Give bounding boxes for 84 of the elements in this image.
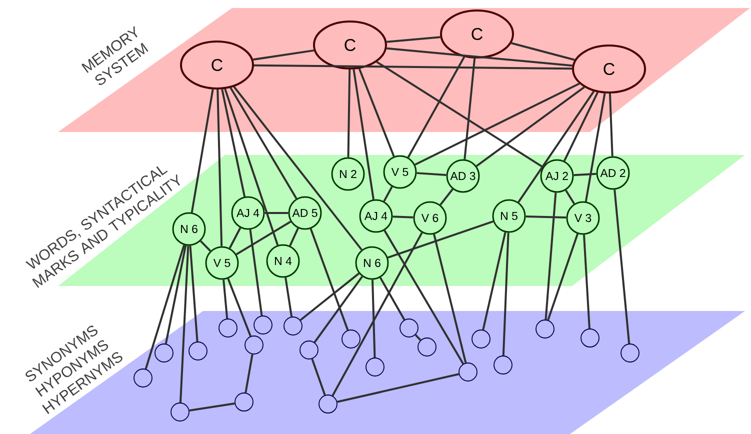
connector-line [310, 228, 349, 330]
connector-line [179, 246, 190, 403]
connector-line [526, 215, 566, 219]
connector-line [386, 47, 572, 67]
connector-line [264, 212, 288, 214]
connector-line [511, 42, 575, 61]
connector-line [379, 277, 406, 320]
connector-line [544, 192, 557, 320]
node-circle [418, 338, 436, 356]
connector-line [233, 86, 362, 250]
connector-line [582, 234, 590, 329]
connector-line [254, 64, 572, 70]
connector-line [476, 86, 585, 167]
connector-line [216, 89, 223, 246]
connector-line [608, 93, 614, 156]
connector-line [464, 58, 476, 160]
node-circle [400, 318, 418, 338]
node-circle [154, 344, 174, 362]
connector-line [414, 334, 422, 341]
connector-line [416, 172, 446, 176]
connector-line [228, 227, 242, 249]
node-circle [620, 344, 640, 362]
node-circle [536, 320, 554, 338]
connector-line [386, 36, 440, 43]
connector-line [574, 172, 596, 176]
connector-line [227, 278, 252, 337]
connector-line [189, 402, 235, 412]
connector-line [230, 87, 298, 200]
node-circle [366, 358, 384, 376]
connector-line [252, 49, 314, 61]
node-circle [254, 316, 272, 334]
node-circle [234, 392, 254, 412]
connector-line [189, 246, 198, 342]
connector-line [614, 190, 630, 344]
connector-line [347, 69, 351, 158]
connector-line [332, 232, 423, 396]
connector-line [337, 373, 460, 403]
node-circle [458, 362, 478, 382]
connector-line [352, 69, 374, 200]
connector-line [372, 280, 376, 358]
connector-line [563, 92, 599, 162]
connector-line [502, 232, 510, 356]
connector-line [384, 230, 464, 364]
connector-line [433, 234, 467, 364]
connector-line [284, 277, 293, 317]
connector-line [244, 354, 254, 393]
connector-line [289, 228, 299, 246]
node-circle [300, 340, 318, 360]
connector-line [221, 89, 246, 197]
connector-line [383, 186, 393, 202]
connector-line [222, 280, 228, 319]
connector-line [164, 245, 187, 344]
connector-line [300, 272, 360, 321]
connector-line [311, 358, 326, 396]
node-circle [170, 402, 190, 422]
node-circle [188, 342, 208, 360]
connector-line [376, 61, 544, 168]
node-circle [284, 316, 302, 336]
connector-line [144, 244, 186, 370]
connector-line [564, 190, 576, 204]
connector-line [200, 240, 212, 252]
connector-line [482, 232, 506, 330]
node-circle [494, 356, 512, 374]
connector-line [440, 188, 454, 206]
connector-line [547, 234, 579, 320]
node-circle [244, 336, 264, 354]
connector-line [518, 90, 595, 203]
connector-line [190, 89, 214, 213]
connector-line [392, 216, 414, 218]
connector-line [224, 88, 279, 246]
node-circle [218, 318, 238, 338]
node-circle [472, 330, 490, 348]
connector-line [249, 229, 263, 316]
connector-line [388, 220, 494, 259]
node-circle [580, 328, 600, 348]
connector-line [584, 93, 606, 202]
connector-line [236, 220, 292, 256]
node-circle [342, 330, 360, 348]
connector-line [358, 68, 395, 157]
node-circle [318, 394, 338, 414]
connector-line [414, 82, 580, 166]
connector-line [407, 56, 466, 158]
connector-line [314, 276, 363, 343]
node-circle [134, 368, 152, 388]
